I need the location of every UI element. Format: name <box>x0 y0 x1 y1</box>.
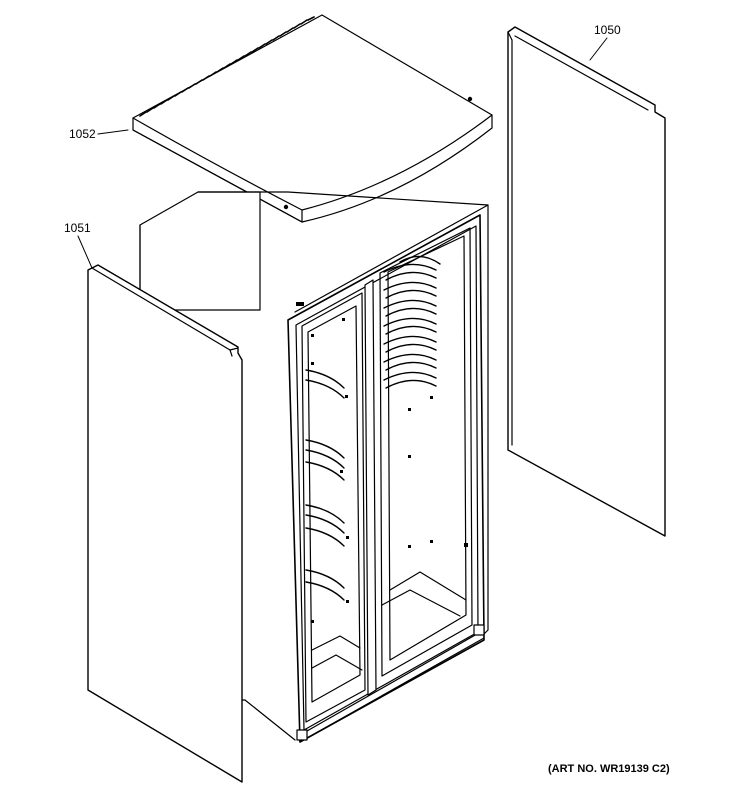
vent-slots <box>139 16 315 117</box>
right-side-panel-part <box>507 26 666 537</box>
leader-lines <box>77 37 608 269</box>
callout-1050: 1050 <box>594 23 621 37</box>
top-cover-part <box>132 14 493 223</box>
art-number-label: (ART NO. WR19139 C2) <box>548 763 670 775</box>
cabinet-part <box>139 191 489 743</box>
callout-1052: 1052 <box>69 127 96 141</box>
callout-1051: 1051 <box>64 221 91 235</box>
left-side-panel-part <box>87 264 243 783</box>
